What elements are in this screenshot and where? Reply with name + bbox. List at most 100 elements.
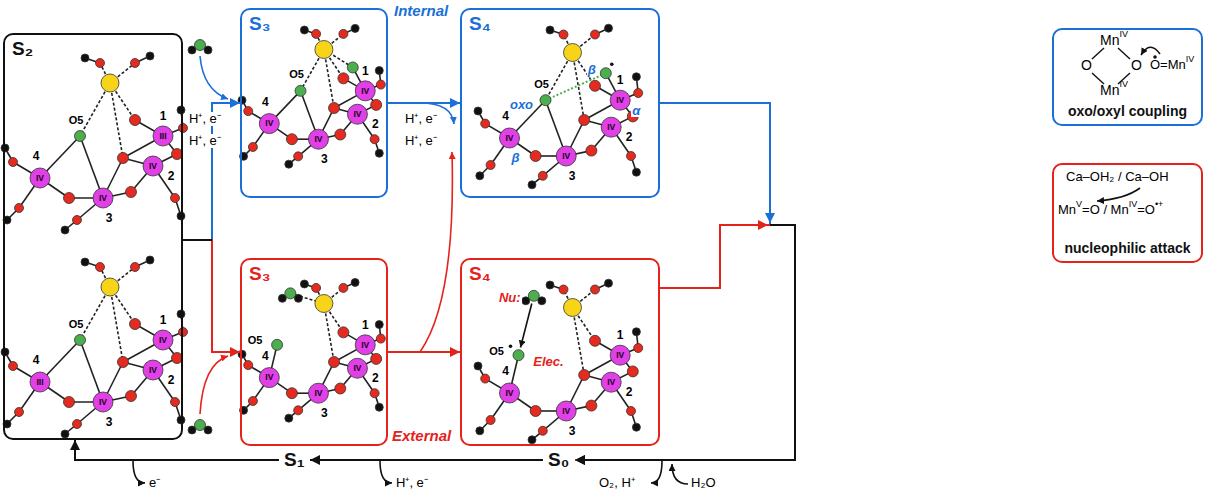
manganese-atom (143, 360, 163, 380)
mn4cao5-cluster (1, 256, 188, 438)
transition-arrow (183, 103, 240, 240)
site-label: β (587, 63, 597, 76)
oxidation-state: IV (562, 407, 570, 416)
atom-number: 2 (625, 386, 634, 398)
carbon-atom (300, 280, 308, 288)
atom-number: 3 (568, 425, 577, 437)
oxidation-state: IV (562, 152, 570, 161)
oxygen-atom (179, 328, 188, 337)
manganese-atom (308, 129, 328, 149)
oxygen-atom (294, 406, 303, 415)
curved-arrow (420, 152, 452, 352)
transition-arrow (575, 103, 795, 460)
mechanism-name: nucleophilic attack (1064, 240, 1190, 256)
manganese-atom (347, 104, 367, 124)
oxygen-atom (591, 285, 600, 294)
oxidation-state: IV (616, 351, 624, 360)
oxygen-atom (376, 334, 385, 343)
manganese-atom (355, 335, 375, 355)
mn4cao5-cluster (238, 278, 385, 422)
manganese-atom (601, 117, 621, 137)
formula-text: IV (1119, 30, 1128, 40)
state-box: S₄ (460, 8, 660, 198)
manganese-atom (308, 383, 328, 403)
oxidation-state: IV (265, 373, 273, 382)
carbon-atom (81, 258, 89, 266)
radical-dot (610, 62, 614, 66)
atom-number: 4 (261, 350, 270, 362)
connectors (75, 103, 795, 460)
released-species: H⁺, e⁻ (188, 112, 222, 126)
manganese-atom (30, 372, 50, 392)
carbon-atom (605, 24, 613, 32)
formula-text: =O / Mn (1082, 203, 1129, 217)
oxygen-atom (376, 80, 385, 89)
oxidation-state: IV (361, 341, 369, 350)
oxygen-atom (579, 370, 590, 381)
atom-number: 3 (320, 407, 329, 419)
atom-number: 2 (167, 374, 176, 386)
pathway-name: External (392, 428, 451, 445)
carbon-atom (300, 26, 308, 34)
manganese-atom (610, 90, 630, 110)
oxidation-state: IV (159, 336, 167, 345)
carbon-atom (605, 279, 613, 287)
oxygen-atom (248, 143, 257, 152)
atom-number: 2 (625, 131, 634, 143)
oxygen-atom (590, 80, 601, 91)
radical-dot (509, 344, 513, 348)
carbon-atom (375, 67, 383, 75)
oxygen-atom (171, 194, 180, 203)
oxidation-state: IV (607, 123, 615, 132)
state-label: S₁ (279, 447, 310, 473)
mechanism-name: oxo/oxyl coupling (1068, 103, 1187, 119)
carbon-atom (476, 427, 484, 435)
curved-arrow (672, 464, 688, 484)
atom-number: 4 (501, 110, 510, 122)
oxygen-atom (335, 129, 346, 140)
state-name: S₄ (469, 263, 491, 285)
atom-number: 3 (105, 416, 114, 428)
oxygen-atom (329, 357, 340, 368)
carbon-atom (61, 226, 69, 234)
oxygen-atom (73, 216, 82, 225)
state-name: S₂ (12, 38, 33, 60)
oxygen-atom (244, 107, 253, 116)
carbon-atom (476, 172, 484, 180)
oxygen-atom (9, 158, 18, 167)
atom-name: O5 (488, 346, 505, 357)
manganese-atom (259, 368, 279, 388)
manganese-atom (556, 401, 576, 421)
oxidation-state: IV (314, 135, 322, 144)
released-species: H⁺, e⁻ (404, 112, 438, 126)
oxygen-atom (335, 383, 346, 394)
oxygen-atom (294, 152, 303, 161)
oxygen-atom (64, 193, 75, 204)
atom-number: 3 (568, 170, 577, 182)
atom-number: 3 (105, 212, 114, 224)
water-oxygen (195, 420, 206, 431)
oxygen-atom (131, 263, 140, 272)
carbon-atom (177, 212, 185, 220)
atom-number: 3 (320, 153, 329, 165)
oxidation-state: IV (99, 398, 107, 407)
curved-arrow (133, 461, 145, 483)
oxygen-atom (586, 400, 597, 411)
calcium-atom (315, 41, 333, 59)
oxidation-state: IV (607, 378, 615, 387)
oxygen-atom (627, 152, 636, 161)
atom-number: 2 (371, 118, 380, 130)
connector-overlay (183, 205, 795, 460)
bond (1118, 48, 1130, 59)
released-species: H⁺, e⁻ (404, 134, 438, 148)
released-species: H⁺, e⁻ (188, 134, 222, 148)
oxygen-atom (559, 30, 568, 39)
atom-number: 1 (616, 74, 625, 86)
atom-number: 2 (371, 372, 380, 384)
oxygen-atom (96, 59, 105, 68)
oxygen-atom (312, 29, 321, 38)
oxygen-atom (126, 391, 137, 402)
carbon-atom (61, 430, 69, 438)
state-name: S₀ (548, 449, 569, 471)
carbon-atom (351, 24, 359, 32)
